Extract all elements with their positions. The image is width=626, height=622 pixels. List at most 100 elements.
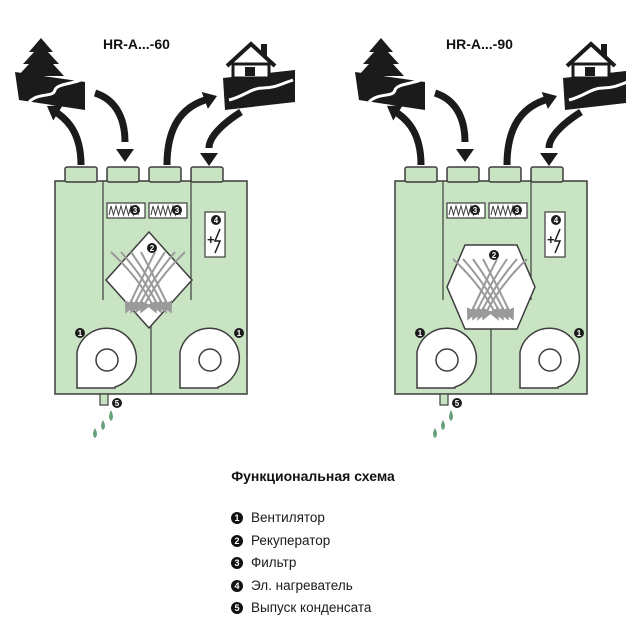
fan-left-impeller	[95, 348, 119, 372]
recuperator-marker-number: 2	[492, 251, 497, 260]
indoor-house-icon	[563, 41, 626, 110]
duct-spigot-4	[190, 166, 224, 183]
house-roof	[565, 41, 617, 68]
heater-lightning-icon	[213, 228, 222, 254]
heater-box	[204, 211, 226, 258]
arrow-fresh-in-tip	[456, 149, 474, 162]
recuperator-flow-b3	[139, 251, 186, 314]
drain-drop-left	[441, 420, 445, 430]
arrow-exhaust-out-shaft	[391, 107, 425, 166]
house-window-pane	[585, 67, 595, 76]
fan-right-impeller	[538, 348, 562, 372]
heater-plus-minus-icon: +	[207, 232, 215, 247]
legend-label-recuperator: Рекуператор	[251, 532, 331, 548]
legend: 1 Вентилятор 2 Рекуператор 3 Фильтр 4 Эл…	[231, 507, 371, 620]
legend-item-fan: 1 Вентилятор	[231, 507, 371, 530]
heater-marker	[211, 215, 221, 225]
recuperator-flow-a3	[482, 258, 515, 321]
fan-right-marker	[574, 328, 584, 338]
drain-drop-left	[101, 420, 105, 430]
road-line	[27, 78, 82, 104]
filter-left-marker-number: 3	[133, 206, 138, 215]
drain-drop-right	[449, 410, 453, 421]
arrow-extract-in-tip-head	[540, 153, 558, 166]
road-line	[367, 78, 422, 104]
diagram-caption: Функциональная схема	[231, 468, 395, 484]
drain-drop-right	[109, 410, 113, 421]
recuperator	[446, 244, 536, 330]
outdoor-tree-icon	[355, 38, 425, 110]
fan-left-marker-number: 1	[418, 329, 423, 338]
legend-marker-1: 1	[231, 512, 243, 525]
fan-left-marker-number: 1	[78, 329, 83, 338]
recuperator-flow-b1	[129, 251, 166, 314]
duct-spigot-1	[404, 166, 438, 183]
fan-right-marker-number: 1	[237, 329, 242, 338]
arrow-exhaust-out-tip	[387, 105, 403, 121]
heater-box	[544, 211, 566, 258]
ground-block	[15, 72, 85, 110]
arrow-exhaust-out-tip	[47, 105, 63, 121]
arrow-supply-out-shaft	[503, 96, 547, 166]
drain-marker-number: 5	[115, 399, 120, 408]
fan-right	[519, 327, 581, 389]
duct-spigot-2	[446, 166, 480, 183]
fan-right-marker-number: 1	[577, 329, 582, 338]
drain-marker	[452, 398, 462, 408]
filter-left-zigzag	[448, 204, 479, 217]
house-chimney	[601, 44, 607, 56]
recuperator-flow-b2	[134, 251, 176, 314]
heater-lightning-icon	[553, 228, 562, 254]
arrow-fresh-in-shaft	[93, 89, 129, 143]
drain-pipe	[439, 393, 449, 406]
heater-marker-number: 4	[554, 216, 559, 225]
tree-crown	[18, 38, 64, 76]
heater-marker	[551, 215, 561, 225]
duct-spigot-2	[106, 166, 140, 183]
arrow-supply-out-shaft	[163, 96, 207, 166]
drain-marker	[112, 398, 122, 408]
arrow-fresh-in-tip-head	[456, 149, 474, 162]
drain-drop-low	[93, 428, 97, 438]
arrow-fresh-in-tip	[116, 149, 134, 162]
fan-left-marker	[415, 328, 425, 338]
drain-drop-low	[433, 428, 437, 438]
heater-marker-number: 4	[214, 216, 219, 225]
arrow-exhaust-out-tip-head	[387, 105, 403, 121]
legend-label-heater: Эл. нагреватель	[251, 577, 353, 593]
arrow-fresh-in-shaft	[433, 89, 469, 143]
arrow-exhaust-out-shaft	[51, 107, 85, 166]
legend-item-heater: 4 Эл. нагреватель	[231, 575, 371, 598]
recuperator-flow-b2	[476, 258, 518, 321]
recuperator-flow-b0	[124, 251, 156, 314]
filter-right-zigzag	[150, 204, 181, 217]
arrow-extract-in-shaft	[545, 109, 583, 149]
arrow-supply-out-tip	[541, 91, 557, 109]
fan-right-impeller	[198, 348, 222, 372]
recuperator-marker	[147, 243, 157, 253]
arrow-extract-in-shaft	[205, 109, 243, 149]
recuperator-flow-b0	[466, 258, 498, 321]
recuperator	[104, 230, 194, 330]
recuperator-flow-b1	[471, 258, 508, 321]
fan-left	[76, 327, 138, 389]
unit-90-model-label: HR-A...-90	[446, 36, 513, 52]
recuperator-marker-number: 2	[150, 244, 155, 253]
arrow-supply-out-tip-head	[541, 91, 557, 109]
legend-marker-4: 4	[231, 579, 243, 592]
filter-right-marker	[172, 205, 182, 215]
house-roof	[225, 41, 277, 68]
arrow-supply-out-tip	[201, 91, 217, 109]
fan-right	[179, 327, 241, 389]
legend-item-recuperator: 2 Рекуператор	[231, 530, 371, 553]
filter-right-marker	[512, 205, 522, 215]
fan-left-marker	[75, 328, 85, 338]
filter-left-marker	[470, 205, 480, 215]
ground-block	[223, 70, 295, 110]
filter-left-marker	[130, 205, 140, 215]
legend-marker-2: 2	[231, 534, 243, 547]
arrow-extract-in-tip-head	[200, 153, 218, 166]
